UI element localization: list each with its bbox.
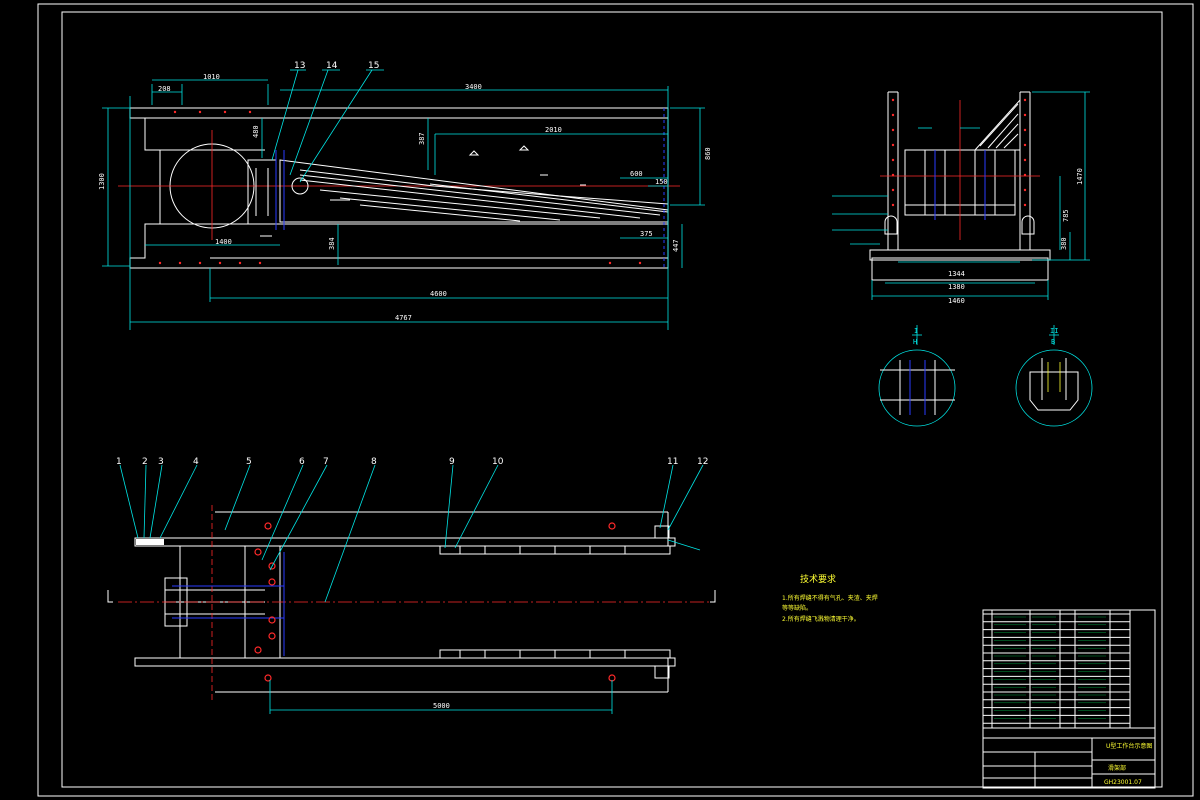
dim-2010: 2010	[545, 126, 562, 134]
side-dim-texts: 208 1010 3400 2010 1300 860 387 480 1400…	[98, 73, 712, 322]
plan-label-6: 6	[299, 457, 305, 467]
section-b-top: II	[1050, 327, 1058, 335]
plan-label-7: 7	[323, 457, 329, 467]
dim-1300: 1300	[98, 173, 106, 190]
dim-3400: 3400	[465, 83, 482, 91]
dim-785: 785	[1062, 209, 1070, 222]
dim-384: 384	[328, 237, 336, 250]
plan-label-1: 1	[116, 457, 122, 467]
dim-387: 387	[418, 132, 426, 145]
dim-480: 480	[252, 125, 260, 138]
drawing-name: U型工作台示意图	[1106, 742, 1152, 750]
dim-1460: 1460	[948, 297, 965, 305]
section-detail-b: II B	[1015, 325, 1093, 427]
dim-208: 208	[158, 85, 171, 93]
plan-label-10: 10	[492, 457, 504, 467]
dim-1380: 1380	[948, 283, 965, 291]
technical-requirements: 技术要求 1.所有焊缝不得有气孔、夹渣、夹焊 等等缺陷。 2.所有焊缝飞溅物清理…	[782, 573, 878, 623]
tech-req-item-2: 2.所有焊缝飞溅物清理干净。	[782, 615, 860, 623]
section-a-bottom: H	[913, 338, 917, 346]
label-13: 13	[294, 61, 305, 71]
dim-860: 860	[704, 147, 712, 160]
dim-1344: 1344	[948, 270, 965, 278]
plan-label-9: 9	[449, 457, 455, 467]
dim-150: 150	[655, 178, 668, 186]
title-block: U型工作台示意图 滑架部 GH23001.07	[982, 609, 1156, 789]
drawing-code: GH23001.07	[1104, 779, 1142, 786]
side-view: 208 1010 3400 2010 1300 860 387 480 1400…	[98, 61, 712, 330]
drawing-part: 滑架部	[1108, 764, 1126, 772]
dim-5000: 5000	[433, 702, 450, 710]
plan-label-5: 5	[246, 457, 252, 467]
section-a-top: I	[914, 327, 918, 335]
tech-req-title: 技术要求	[800, 573, 836, 585]
section-b-bottom: B	[1051, 338, 1055, 346]
plan-label-11: 11	[667, 457, 678, 467]
dim-1470: 1470	[1076, 168, 1084, 185]
inner-frame	[61, 11, 1163, 788]
dim-447: 447	[672, 239, 680, 252]
tech-req-item-1: 1.所有焊缝不得有气孔、夹渣、夹焊	[782, 594, 878, 602]
plan-label-8: 8	[371, 457, 377, 467]
dim-375: 375	[640, 230, 653, 238]
dim-4600: 4600	[430, 290, 447, 298]
label-15: 15	[368, 61, 379, 71]
dim-380: 380	[1060, 237, 1068, 250]
plan-label-3: 3	[158, 457, 164, 467]
dim-1010: 1010	[203, 73, 220, 81]
dim-1400: 1400	[215, 238, 232, 246]
section-detail-a: I H	[878, 325, 956, 427]
plan-label-12: 12	[697, 457, 708, 467]
plan-label-4: 4	[193, 457, 199, 467]
tech-req-item-1b: 等等缺陷。	[782, 604, 812, 612]
label-14: 14	[326, 61, 338, 71]
plan-label-2: 2	[142, 457, 148, 467]
dim-4767: 4767	[395, 314, 412, 322]
end-view: 1344 1380 1460 1470 785 380	[832, 91, 1090, 305]
outer-frame	[37, 3, 1194, 797]
plan-view: 1 2 3 4 5 6 7 8 9 10 11 12 5000	[107, 457, 716, 714]
dim-600: 600	[630, 170, 643, 178]
